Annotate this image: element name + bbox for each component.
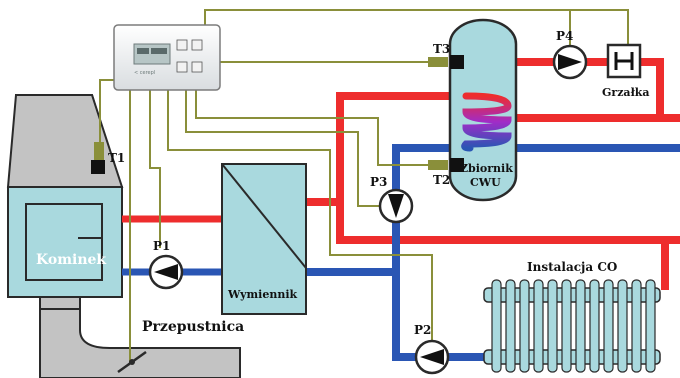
radiator-fin	[631, 279, 642, 373]
heater	[606, 43, 642, 79]
dhw-tank	[448, 18, 518, 202]
radiator-fin	[547, 279, 558, 373]
damper-label: Przepustnica	[142, 319, 244, 335]
radiator	[483, 279, 661, 373]
damper-blade	[117, 350, 147, 374]
sensor-t2-label: T2	[433, 173, 450, 187]
radiator-fin	[505, 279, 516, 373]
controller[interactable]: < cerepl	[113, 24, 221, 91]
heater-label: Grzałka	[602, 86, 650, 99]
pipe-dhw	[505, 58, 680, 152]
radiator-fin	[533, 279, 544, 373]
svg-text:< cerepl: < cerepl	[134, 70, 155, 76]
pump-p1	[148, 254, 184, 290]
pump-p1-label: P1	[153, 239, 170, 253]
pump-p4	[552, 44, 588, 80]
sensor-t3	[428, 55, 464, 69]
pump-p3-label: P3	[370, 175, 387, 189]
pump-p3	[378, 188, 414, 224]
pump-p2	[414, 339, 450, 375]
radiator-fin	[519, 279, 530, 373]
pump-p2-label: P2	[414, 323, 431, 337]
pipe-secondary-hot	[306, 92, 680, 290]
radiator-fin	[645, 279, 656, 373]
controller-button	[176, 61, 188, 73]
tank-label-line1: Zbiornik	[460, 162, 513, 175]
controller-button	[191, 61, 203, 73]
sensor-t1	[91, 142, 105, 174]
signal-wires	[99, 9, 629, 364]
sensor-t3-label: T3	[433, 42, 450, 56]
radiator-fin	[617, 279, 628, 373]
radiator-fin	[575, 279, 586, 373]
radiator-fin	[561, 279, 572, 373]
tank-coil	[461, 92, 512, 152]
sensor-t1-label: T1	[108, 151, 125, 165]
controller-button	[176, 39, 188, 51]
heat-exchanger	[221, 163, 307, 315]
radiator-fin	[491, 279, 502, 373]
flue-channel	[39, 294, 241, 378]
radiator-label: Instalacja CO	[527, 260, 617, 274]
radiator-fin	[589, 279, 600, 373]
controller-button	[191, 39, 203, 51]
pump-p4-label: P4	[556, 29, 573, 43]
exchanger-label: Wymiennik	[227, 288, 297, 301]
fireplace-label: Kominek	[36, 252, 106, 268]
fireplace	[6, 94, 124, 310]
sensor-t2	[428, 158, 464, 172]
radiator-fin	[603, 279, 614, 373]
tank-label-line2: CWU	[470, 176, 501, 189]
